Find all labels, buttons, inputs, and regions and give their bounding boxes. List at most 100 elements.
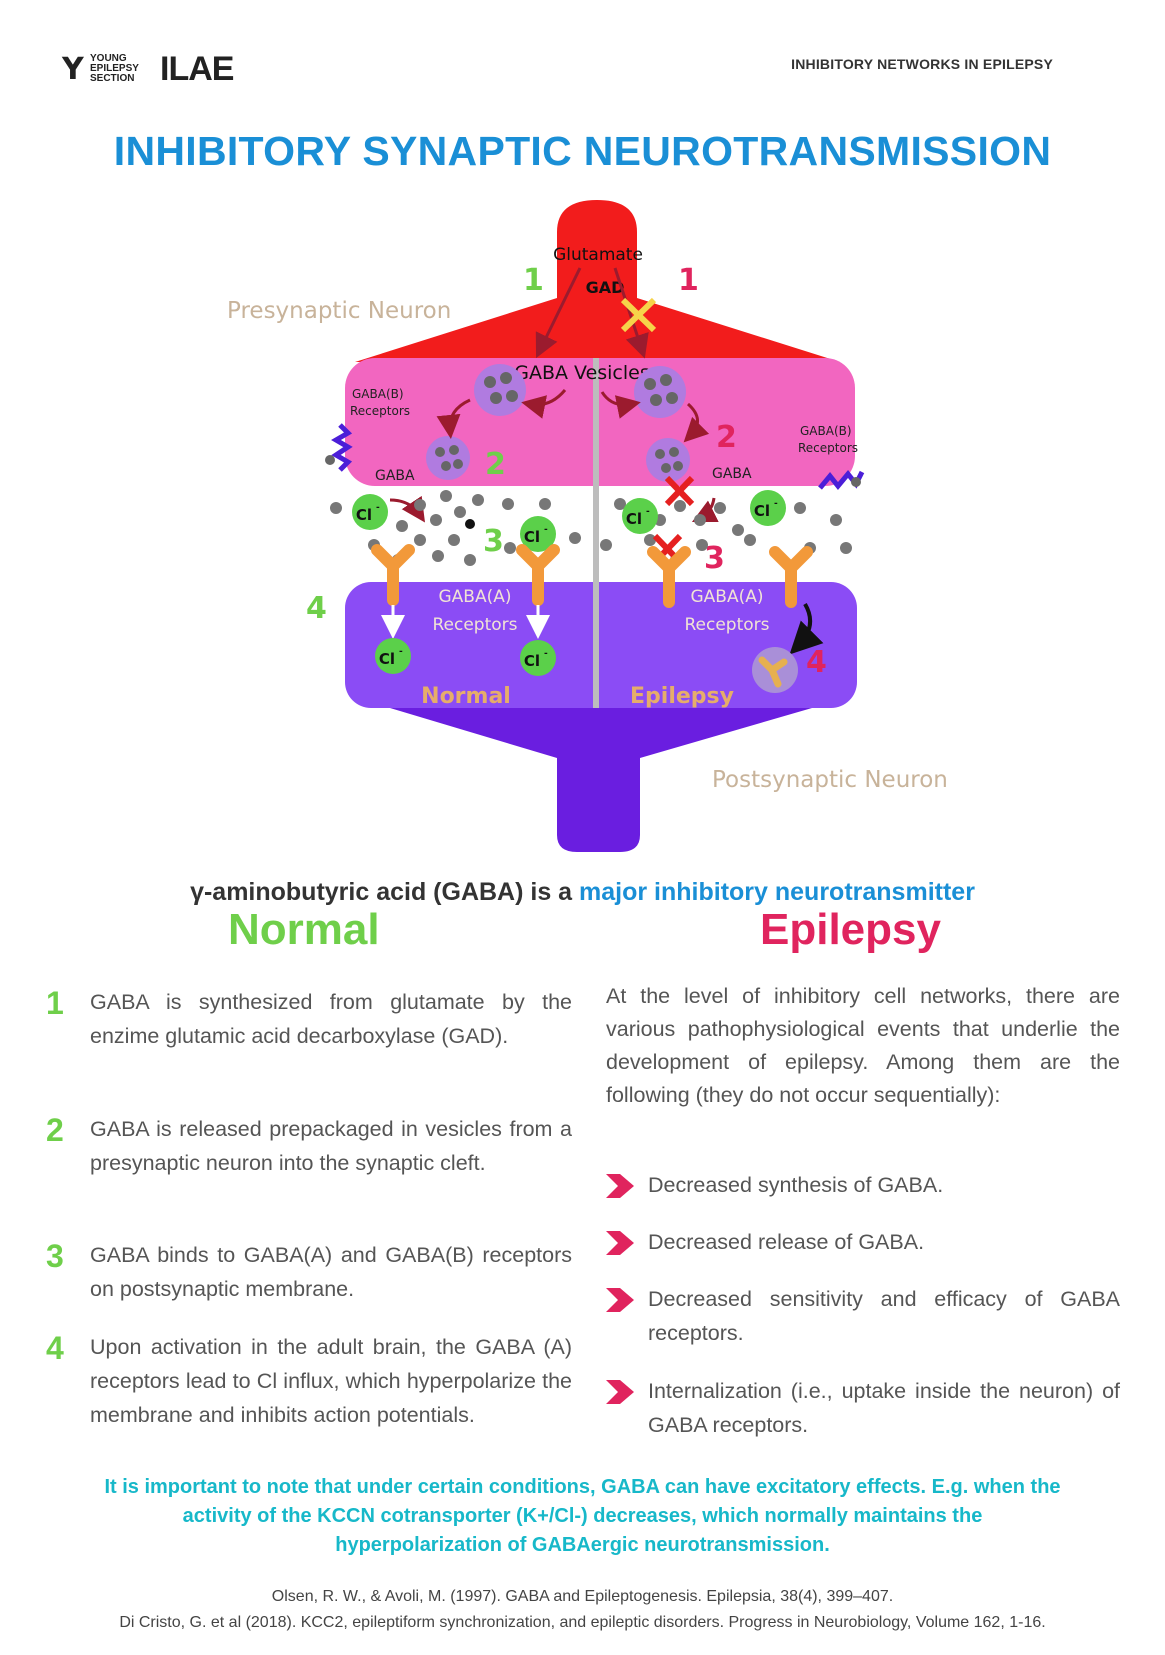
epilepsy-bullet-3: Decreased sensitivity and efficacy of GA… [606, 1282, 1120, 1354]
gabaa-receptor-1 [371, 544, 415, 606]
gabaa-label-normal-1: GABA(A) [439, 587, 512, 607]
gaba-release-arrow-normal [389, 495, 425, 523]
svg-text:-: - [646, 507, 650, 517]
epilepsy-bullet-text: Internalization (i.e., uptake inside the… [648, 1379, 1120, 1437]
gaba-label-normal: GABA [375, 468, 415, 484]
normal-step-number: 2 [46, 1112, 64, 1148]
vesicle-move-arrow-4 [683, 402, 710, 443]
svg-text:Cl: Cl [524, 652, 540, 670]
gaba-vesicle-normal-top [474, 364, 526, 416]
chevron-right-icon [606, 1174, 634, 1198]
presynaptic-label: Presynaptic Neuron [227, 298, 451, 324]
gabab-label-right-2: Receptors [798, 441, 858, 455]
gabaa-label-epilepsy-1: GABA(A) [691, 587, 764, 607]
diagram-epilepsy-num-2: 2 [716, 420, 737, 455]
epilepsy-bullet-4: Internalization (i.e., uptake inside the… [606, 1374, 1120, 1446]
logo-y-mark: Y [62, 52, 84, 87]
svg-text:Cl: Cl [356, 506, 372, 524]
diagram-epilepsy-num-3: 3 [704, 541, 725, 576]
normal-step-number: 3 [46, 1238, 64, 1274]
normal-step-3: 3 GABA binds to GABA(A) and GABA(B) rece… [46, 1238, 576, 1314]
normal-step-number: 1 [46, 985, 64, 1021]
epilepsy-heading: Epilepsy [760, 905, 941, 954]
chloride-ion-post-2: Cl - [520, 640, 556, 676]
gaba-vesicle-epilepsy-top [634, 366, 686, 418]
gabaa-receptor-2 [516, 544, 560, 606]
diagram-epilepsy-num-4: 4 [806, 645, 827, 680]
epilepsy-bullet-2: Decreased release of GABA. [606, 1225, 1120, 1261]
normal-step-text: GABA binds to GABA(A) and GABA(B) recept… [90, 1243, 572, 1301]
diagram-normal-num-1: 1 [523, 263, 544, 298]
normal-step-text: GABA is synthesized from glutamate by th… [90, 990, 572, 1048]
normal-step-4: 4 Upon activation in the adult brain, th… [46, 1330, 576, 1470]
svg-text:-: - [544, 525, 548, 535]
reference-2: Di Cristo, G. et al (2018). KCC2, epilep… [119, 1614, 1046, 1631]
page-title: INHIBITORY SYNAPTIC NEUROTRANSMISSION [113, 128, 1052, 174]
chloride-ion-cleft-2: Cl - [520, 516, 556, 552]
chloride-ion-cleft-1: Cl - [352, 494, 388, 530]
chevron-right-icon [606, 1380, 634, 1404]
chevron-right-icon [606, 1231, 634, 1255]
epilepsy-intro: At the level of inhibitory cell networks… [606, 984, 1120, 1107]
logo-words: YOUNG EPILEPSY SECTION [90, 54, 139, 84]
diagram-normal-num-3: 3 [483, 524, 504, 559]
note-line-2: activity of the KCCN cotransporter (K+/C… [182, 1505, 983, 1527]
normal-step-1: 1 GABA is synthesized from glutamate by … [46, 985, 576, 1095]
svg-text:Cl: Cl [379, 650, 395, 668]
gaba-vesicles-label: GABA Vesicles [514, 362, 650, 384]
normal-step-2: 2 GABA is released prepackaged in vesicl… [46, 1112, 576, 1222]
gad-blocked-icon [620, 297, 657, 333]
gabaa-label-normal-2: Receptors [432, 615, 517, 635]
diagram-normal-num-2: 2 [485, 447, 506, 482]
vesicle-move-arrow-2 [436, 398, 471, 439]
ilae-young-epilepsy-logo: Y YOUNG EPILEPSY SECTION ILAE [62, 50, 234, 92]
gabaa-receptor-3 [647, 546, 691, 608]
internalized-receptor [752, 647, 798, 693]
presynaptic-neuron [355, 200, 840, 362]
normal-step-number: 4 [46, 1330, 64, 1366]
normal-heading: Normal [228, 905, 380, 954]
svg-text:Cl: Cl [626, 510, 642, 528]
svg-text:-: - [399, 647, 403, 657]
epilepsy-bullet-text: Decreased release of GABA. [648, 1230, 925, 1254]
logo-brand: ILAE [160, 50, 234, 88]
epilepsy-bullet-1: Decreased synthesis of GABA. [606, 1168, 1120, 1204]
note-line-1: It is important to note that under certa… [104, 1476, 1061, 1498]
postsynaptic-neuron [345, 582, 857, 852]
chloride-ion-cleft-4: Cl - [750, 490, 786, 526]
gabaa-receptor-4 [769, 546, 813, 608]
chevron-right-icon [606, 1288, 634, 1312]
gabab-receptor-left [331, 423, 353, 472]
excitatory-note: It is important to note that under certa… [40, 1473, 1125, 1560]
gabab-label-right-1: GABA(B) [800, 424, 852, 438]
glutamate-to-gaba-arrow-normal [535, 267, 582, 359]
logo-word-section: SECTION [90, 73, 135, 84]
gabab-label-left-1: GABA(B) [352, 387, 404, 401]
gaba-vesicle-epilepsy-bottom [646, 438, 690, 482]
diagram-normal-label: Normal [421, 684, 511, 709]
gaba-molecules-cleft [330, 490, 852, 566]
release-blocked-icon [664, 475, 695, 507]
svg-text:Cl: Cl [524, 528, 540, 546]
logo-word-young: YOUNG [90, 53, 127, 64]
vesicle-zone [345, 358, 855, 486]
logo-word-epilepsy: EPILEPSY [90, 63, 139, 74]
svg-text:-: - [376, 503, 380, 513]
note-line-3: hyperpolarization of GABAergic neurotran… [335, 1534, 830, 1556]
glutamate-label: Glutamate [553, 245, 643, 265]
normal-step-text: GABA is released prepackaged in vesicles… [90, 1117, 572, 1175]
gabaa-label-epilepsy-2: Receptors [684, 615, 769, 635]
vesicle-move-arrow-1 [521, 389, 567, 419]
gaba-label-epilepsy: GABA [712, 466, 752, 482]
gabab-label-left-2: Receptors [350, 404, 410, 418]
diagram-epilepsy-num-1: 1 [678, 263, 699, 298]
epilepsy-bullet-text: Decreased synthesis of GABA. [648, 1173, 944, 1197]
chloride-ion-cleft-3: Cl - [622, 498, 658, 534]
vesicle-move-arrow-3 [600, 391, 641, 419]
svg-text:-: - [774, 499, 778, 509]
header-section-title: INHIBITORY NETWORKS IN EPILEPSY [791, 56, 1053, 72]
epilepsy-bullet-text: Decreased sensitivity and efficacy of GA… [648, 1287, 1120, 1345]
gad-label: GAD [586, 278, 625, 297]
diagram-epilepsy-label: Epilepsy [630, 684, 734, 709]
